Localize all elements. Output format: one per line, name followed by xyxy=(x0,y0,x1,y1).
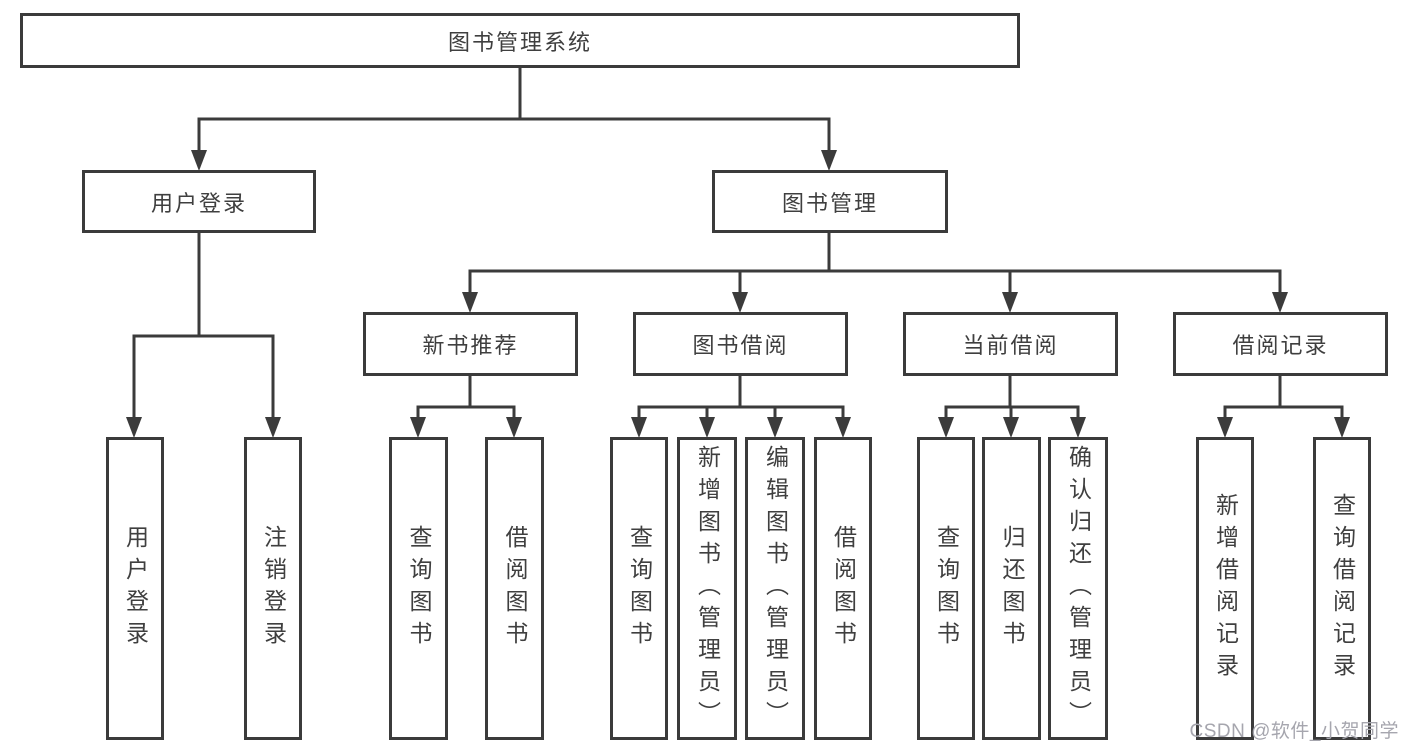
node-book-borrow: 图书借阅 xyxy=(633,312,848,376)
node-book-management-label: 图书管理 xyxy=(781,190,878,216)
leaf-current-confirm-return-admin-label: 确认归还（管理员） xyxy=(1065,444,1092,733)
leaf-user-login-label: 用户登录 xyxy=(122,524,149,653)
arrowhead xyxy=(126,417,142,438)
node-borrow-records: 借阅记录 xyxy=(1173,312,1388,376)
node-new-book-recommend-label: 新书推荐 xyxy=(422,333,519,358)
arrowhead xyxy=(265,417,281,438)
connector-borrow-to-leaves xyxy=(631,376,851,438)
leaf-borrow-edit-books-admin-label: 编辑图书（管理员） xyxy=(762,444,789,733)
leaf-borrow-query-books: 查询图书 xyxy=(610,437,668,740)
leaf-records-add-record: 新增借阅记录 xyxy=(1196,437,1254,740)
arrowhead xyxy=(1334,417,1350,438)
leaf-records-query-record: 查询借阅记录 xyxy=(1313,437,1371,740)
arrowhead xyxy=(732,292,748,313)
leaf-recommend-borrow-books: 借阅图书 xyxy=(485,437,544,740)
leaf-recommend-query-books: 查询图书 xyxy=(389,437,448,740)
arrowhead xyxy=(1217,417,1233,438)
node-book-borrow-label: 图书借阅 xyxy=(692,333,789,358)
arrowhead xyxy=(1070,417,1086,438)
node-root: 图书管理系统 xyxy=(20,13,1020,68)
leaf-recommend-query-books-label: 查询图书 xyxy=(406,524,432,653)
node-root-label: 图书管理系统 xyxy=(447,29,592,55)
connector-records-to-leaves xyxy=(1217,376,1350,438)
leaf-records-query-record-label: 查询借阅记录 xyxy=(1329,492,1356,685)
arrowhead xyxy=(631,417,647,438)
leaf-current-return-books: 归还图书 xyxy=(982,437,1041,740)
arrowhead xyxy=(1003,417,1019,438)
arrowhead xyxy=(506,417,522,438)
arrowhead xyxy=(1272,292,1288,313)
arrowhead xyxy=(699,417,715,438)
leaf-borrow-add-books-admin-label: 新增图书（管理员） xyxy=(694,444,721,733)
arrowhead xyxy=(938,417,954,438)
node-user-login-label: 用户登录 xyxy=(150,190,247,216)
leaf-current-confirm-return-admin: 确认归还（管理员） xyxy=(1048,437,1108,740)
watermark: CSDN @软件_小贺同学 xyxy=(1189,721,1399,742)
connector-root-to-level1 xyxy=(191,68,837,171)
node-borrow-records-label: 借阅记录 xyxy=(1232,333,1329,358)
leaf-borrow-borrow-books-label: 借阅图书 xyxy=(830,524,857,653)
leaf-current-return-books-label: 归还图书 xyxy=(999,524,1025,653)
leaf-current-query-books: 查询图书 xyxy=(917,437,975,740)
arrowhead xyxy=(462,292,478,313)
connector-current-to-leaves xyxy=(938,376,1086,438)
connector-recommend-to-leaves xyxy=(410,376,522,438)
node-current-borrow: 当前借阅 xyxy=(903,312,1118,376)
connector-login-to-leaves xyxy=(126,232,281,438)
node-book-management: 图书管理 xyxy=(712,170,948,233)
leaf-borrow-add-books-admin: 新增图书（管理员） xyxy=(677,437,737,740)
leaf-current-query-books-label: 查询图书 xyxy=(933,524,960,653)
node-user-login: 用户登录 xyxy=(82,170,316,233)
leaf-recommend-borrow-books-label: 借阅图书 xyxy=(502,524,528,653)
arrowhead xyxy=(835,417,851,438)
node-current-borrow-label: 当前借阅 xyxy=(962,333,1059,358)
arrowhead xyxy=(410,417,426,438)
node-new-book-recommend: 新书推荐 xyxy=(363,312,578,376)
leaf-logout: 注销登录 xyxy=(244,437,302,740)
leaf-logout-label: 注销登录 xyxy=(260,524,287,653)
leaf-user-login: 用户登录 xyxy=(106,437,164,740)
arrowhead xyxy=(821,150,837,171)
connector-management-to-level2 xyxy=(462,232,1288,313)
leaf-borrow-edit-books-admin: 编辑图书（管理员） xyxy=(745,437,805,740)
arrowhead xyxy=(191,150,207,171)
leaf-borrow-borrow-books: 借阅图书 xyxy=(814,437,872,740)
arrowhead xyxy=(767,417,783,438)
leaf-records-add-record-label: 新增借阅记录 xyxy=(1212,492,1239,685)
leaf-borrow-query-books-label: 查询图书 xyxy=(626,524,653,653)
arrowhead xyxy=(1002,292,1018,313)
